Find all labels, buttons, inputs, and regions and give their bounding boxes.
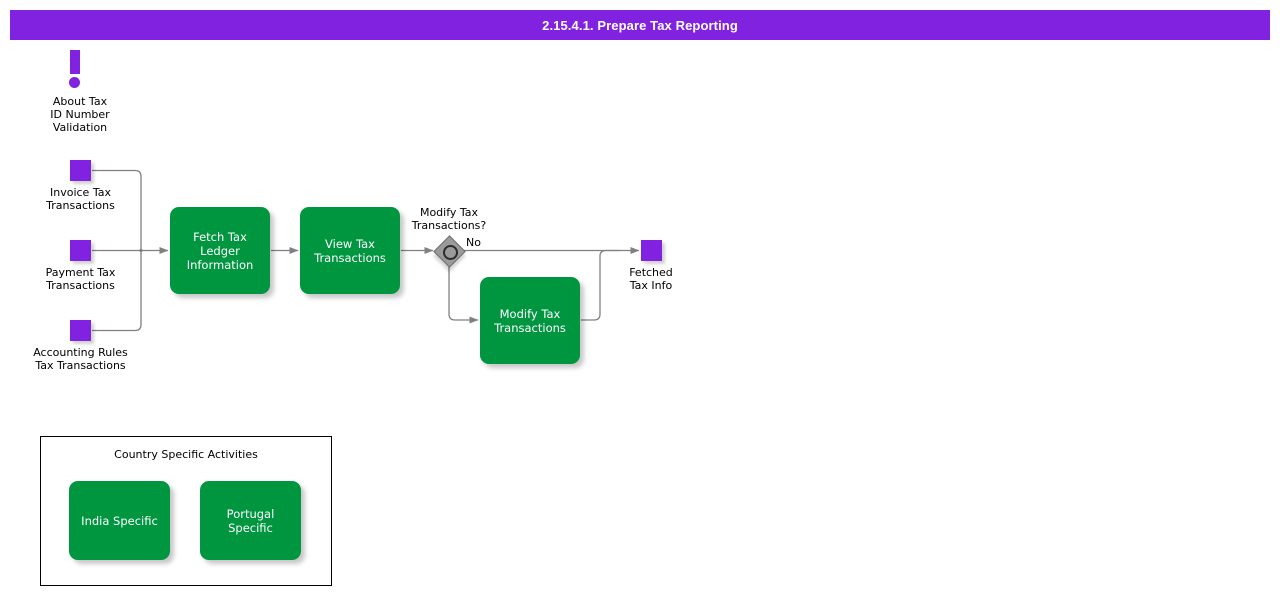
data-object-invoice-tax-transactions[interactable] bbox=[70, 160, 91, 181]
page-title: 2.15.4.1. Prepare Tax Reporting bbox=[542, 17, 738, 33]
data-object-fetched-tax-info-label: Fetched Tax Info bbox=[629, 266, 673, 292]
task-view-tax-transactions[interactable]: View Tax Transactions bbox=[300, 207, 400, 294]
exclamation-dot-icon bbox=[69, 77, 80, 88]
task-fetch-tax-ledger-information[interactable]: Fetch Tax Ledger Information bbox=[170, 207, 270, 294]
data-object-payment-tax-transactions-label: Payment Tax Transactions bbox=[45, 266, 116, 292]
gateway-inclusive-circle-icon bbox=[443, 244, 458, 260]
task-modify-tax-transactions-label: Modify Tax Transactions bbox=[494, 306, 566, 335]
task-india-specific-label: India Specific bbox=[81, 513, 158, 528]
data-object-payment-tax-transactions[interactable] bbox=[70, 240, 91, 261]
gateway-branch-no-label: No bbox=[466, 236, 481, 249]
task-view-tax-transactions-label: View Tax Transactions bbox=[314, 236, 386, 265]
diagram-title-bar: 2.15.4.1. Prepare Tax Reporting bbox=[10, 10, 1270, 40]
gateway-question-label: Modify Tax Transactions? bbox=[411, 206, 487, 232]
data-object-invoice-tax-transactions-label: Invoice Tax Transactions bbox=[46, 186, 115, 212]
data-object-accounting-rules-tax-transactions[interactable] bbox=[70, 320, 91, 341]
about-tax-id-annotation-label: About Tax ID Number Validation bbox=[50, 95, 110, 134]
data-object-fetched-tax-info[interactable] bbox=[641, 240, 662, 261]
exclamation-icon bbox=[70, 50, 80, 74]
task-portugal-specific[interactable]: Portugal Specific bbox=[200, 481, 301, 560]
task-portugal-specific-label: Portugal Specific bbox=[226, 506, 275, 535]
group-country-specific-activities-title: Country Specific Activities bbox=[114, 448, 258, 461]
task-fetch-tax-ledger-information-label: Fetch Tax Ledger Information bbox=[186, 229, 254, 272]
about-tax-id-annotation bbox=[60, 50, 100, 90]
gateway-modify-tax-transactions[interactable] bbox=[433, 234, 466, 268]
task-modify-tax-transactions[interactable]: Modify Tax Transactions bbox=[480, 277, 580, 364]
data-object-accounting-rules-tax-transactions-label: Accounting Rules Tax Transactions bbox=[33, 346, 128, 372]
task-india-specific[interactable]: India Specific bbox=[69, 481, 170, 560]
